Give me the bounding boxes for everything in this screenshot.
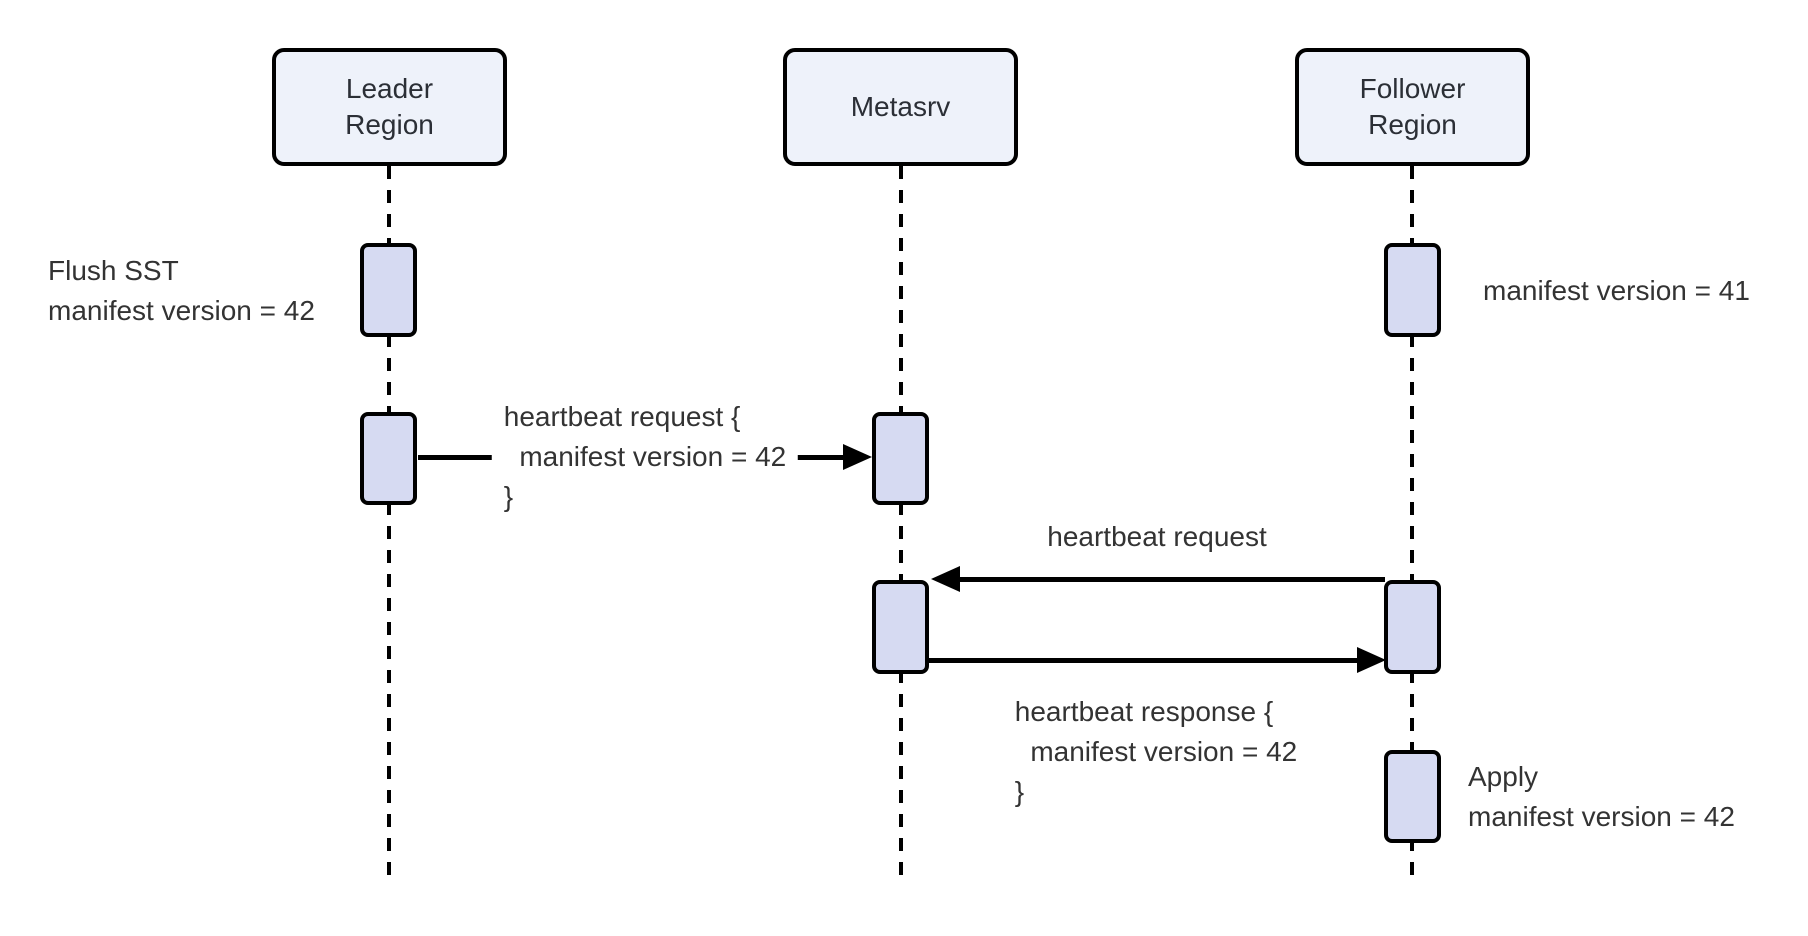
message-line-heartbeat-request-follower [957, 577, 1385, 582]
activation-follower-v41 [1384, 243, 1441, 337]
message-label-heartbeat-request-leader: heartbeat request { manifest version = 4… [491, 395, 799, 519]
annotation-manifest-v41: manifest version = 41 [1483, 275, 1750, 306]
activation-follower-heartbeat [1384, 580, 1441, 674]
arrowhead-right-icon [843, 444, 872, 470]
message-label-heartbeat-request-follower: heartbeat request [1047, 521, 1267, 552]
participant-follower-region: Follower Region [1295, 48, 1530, 166]
activation-metasrv-receive [872, 412, 929, 505]
lifeline-metasrv [899, 166, 903, 880]
lifeline-leader-region [387, 166, 391, 880]
participant-leader-region: Leader Region [272, 48, 507, 166]
arrowhead-left-icon [931, 566, 960, 592]
participant-metasrv: Metasrv [783, 48, 1018, 166]
annotation-apply-manifest-v42: Apply manifest version = 42 [1468, 761, 1735, 832]
activation-leader-flush [360, 243, 417, 337]
arrowhead-right-icon [1357, 647, 1386, 673]
activation-metasrv-respond [872, 580, 929, 674]
message-line-heartbeat-response [929, 658, 1358, 663]
message-label-heartbeat-response: heartbeat response { manifest version = … [1014, 696, 1298, 807]
activation-follower-apply [1384, 750, 1441, 843]
activation-leader-heartbeat [360, 412, 417, 505]
annotation-flush-sst: Flush SST manifest version = 42 [48, 255, 315, 326]
lifeline-follower-region [1410, 166, 1414, 880]
